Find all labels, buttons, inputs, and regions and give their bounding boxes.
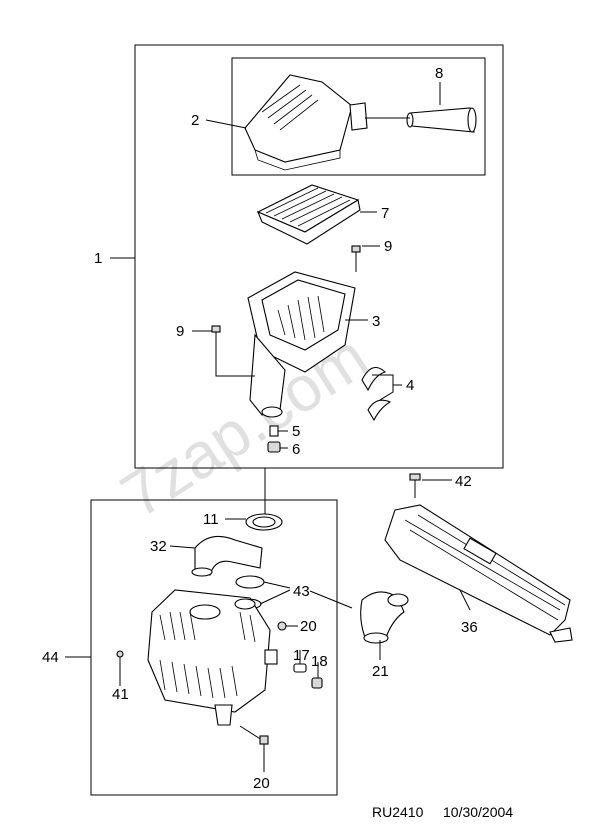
part-bushing-6[interactable] [267,441,281,453]
leader-lines [65,82,471,772]
callout-32[interactable]: 32 [150,538,167,555]
callout-36[interactable]: 36 [461,619,478,636]
callout-1[interactable]: 1 [94,250,102,267]
callout-20-upper[interactable]: 20 [300,618,317,635]
footer-code: RU2410 [372,804,424,820]
part-grommet-5[interactable] [269,425,279,437]
part-air-cleaner-assembly[interactable] [147,589,278,726]
callout-43[interactable]: 43 [293,583,310,600]
callout-21[interactable]: 21 [372,663,389,680]
callout-labels: 1 2 8 7 9 3 9 4 5 6 42 11 32 43 20 44 17… [42,65,478,792]
part-bolt-20-upper[interactable] [277,621,287,631]
callout-11[interactable]: 11 [203,511,219,528]
part-screw-41[interactable] [116,650,124,658]
callout-41[interactable]: 41 [112,686,129,703]
callout-5[interactable]: 5 [292,423,300,440]
callout-4[interactable]: 4 [406,377,414,394]
callout-9-upper[interactable]: 9 [384,238,392,255]
part-filter-element[interactable] [256,184,361,245]
callout-2[interactable]: 2 [191,112,199,129]
part-cover[interactable] [244,74,368,171]
callout-17[interactable]: 17 [293,647,310,664]
part-bolt-18[interactable] [311,677,323,689]
callout-44[interactable]: 44 [42,649,59,666]
callout-18[interactable]: 18 [311,653,328,670]
callout-3[interactable]: 3 [372,313,380,330]
part-hose-21[interactable] [360,591,409,644]
part-lower-housing[interactable] [247,271,356,418]
part-bolt-42[interactable] [409,473,421,498]
part-clips[interactable] [361,366,392,422]
callout-8[interactable]: 8 [435,65,443,82]
part-clamp-11[interactable] [245,513,283,531]
part-bolt-20-lower[interactable] [239,725,269,745]
part-resonator-36[interactable] [384,504,573,643]
callout-20-lower[interactable]: 20 [253,775,270,792]
callout-6[interactable]: 6 [292,441,300,458]
part-bushing-17[interactable] [293,663,307,673]
subassembly-frame-2 [231,57,486,176]
assembly-frame-44 [90,499,338,796]
callout-42[interactable]: 42 [455,473,472,490]
part-intake-duct[interactable] [406,107,477,133]
callout-7[interactable]: 7 [381,205,389,222]
part-bolt-9-upper[interactable] [351,245,361,272]
part-elbow-hose-32[interactable] [191,535,263,577]
footer-date: 10/30/2004 [443,804,513,820]
callout-9-left[interactable]: 9 [176,323,184,340]
part-bolt-9-left[interactable] [211,325,221,350]
assembly-frame-1 [134,44,504,469]
